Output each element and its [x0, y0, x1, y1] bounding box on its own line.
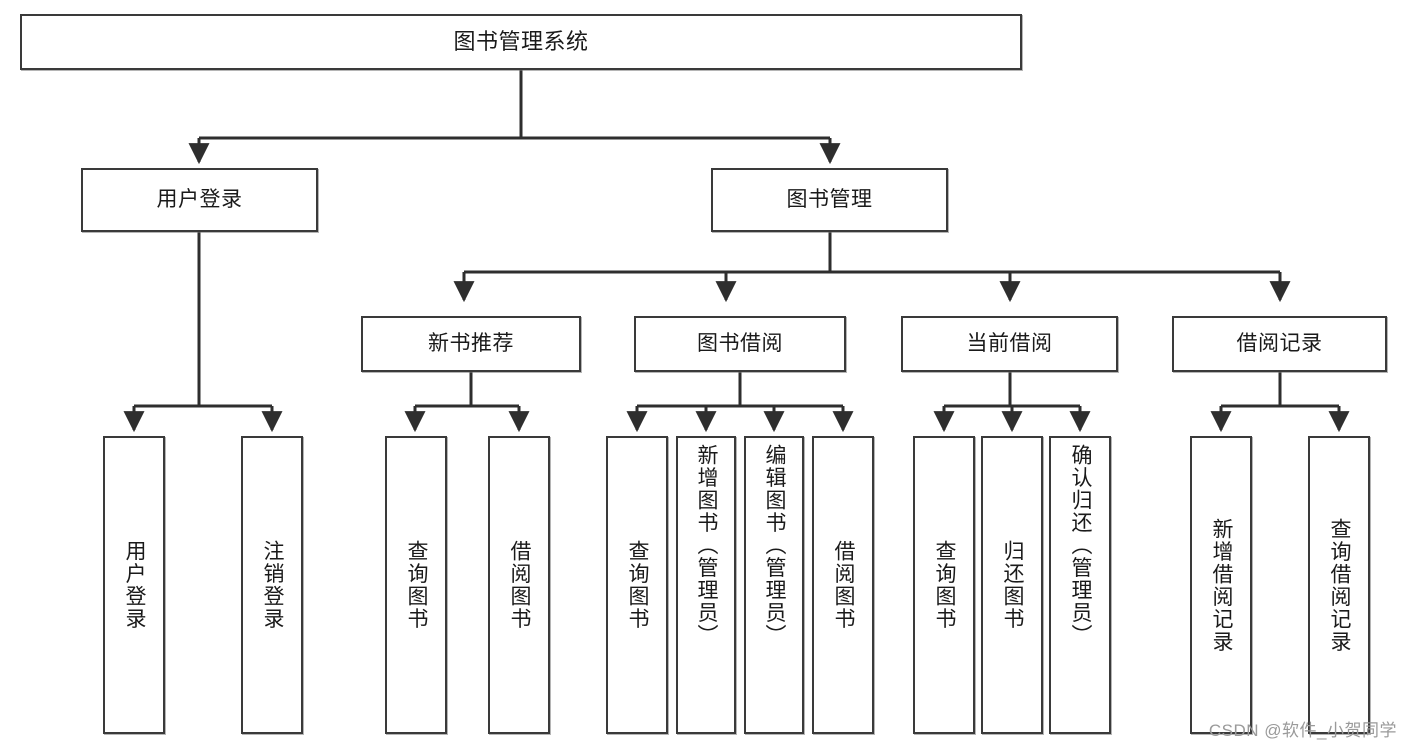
leaf-edit-book[interactable]: 编辑图书（管理员）: [744, 436, 804, 734]
node-label: 图书管理系统: [453, 28, 589, 54]
node-label: 新增借阅记录: [1210, 517, 1234, 653]
node-label: 注销登录: [261, 540, 285, 630]
leaf-user-login[interactable]: 用户登录: [103, 436, 165, 734]
node-label: 借阅图书: [832, 540, 856, 630]
node-book-manage[interactable]: 图书管理: [711, 168, 948, 232]
leaf-return-book[interactable]: 归还图书: [981, 436, 1043, 734]
leaf-add-borrow-record[interactable]: 新增借阅记录: [1190, 436, 1252, 734]
node-book-borrow[interactable]: 图书借阅: [634, 316, 846, 372]
node-label: 新增图书（管理员）: [695, 444, 719, 647]
node-new-book-recommend[interactable]: 新书推荐: [361, 316, 581, 372]
watermark-text: CSDN @软件_小贺同学: [1208, 721, 1397, 740]
node-label: 查询借阅记录: [1328, 517, 1352, 653]
node-current-borrow[interactable]: 当前借阅: [901, 316, 1118, 372]
node-label: 查询图书: [626, 540, 650, 630]
node-label: 确认归还（管理员）: [1069, 444, 1093, 647]
node-label: 用户登录: [156, 188, 243, 212]
leaf-borrow-book-recommend[interactable]: 借阅图书: [488, 436, 550, 734]
node-book-management-system[interactable]: 图书管理系统: [20, 14, 1022, 70]
node-label: 新书推荐: [428, 332, 514, 356]
node-label: 图书借阅: [697, 332, 783, 356]
leaf-add-book[interactable]: 新增图书（管理员）: [676, 436, 736, 734]
node-label: 归还图书: [1001, 540, 1025, 630]
node-label: 查询图书: [933, 540, 957, 630]
node-label: 借阅记录: [1236, 332, 1323, 356]
node-label: 借阅图书: [508, 540, 532, 630]
leaf-query-borrow-record[interactable]: 查询借阅记录: [1308, 436, 1370, 734]
node-label: 当前借阅: [966, 332, 1053, 356]
node-borrow-record[interactable]: 借阅记录: [1172, 316, 1387, 372]
node-label: 用户登录: [123, 540, 147, 630]
leaf-borrow-book[interactable]: 借阅图书: [812, 436, 874, 734]
leaf-logout[interactable]: 注销登录: [241, 436, 303, 734]
leaf-query-book-borrow[interactable]: 查询图书: [606, 436, 668, 734]
node-user-login[interactable]: 用户登录: [81, 168, 318, 232]
node-label: 编辑图书（管理员）: [763, 444, 787, 647]
node-label: 图书管理: [786, 188, 873, 212]
leaf-query-book-current[interactable]: 查询图书: [913, 436, 975, 734]
leaf-query-book-recommend[interactable]: 查询图书: [385, 436, 447, 734]
node-label: 查询图书: [405, 540, 429, 630]
leaf-confirm-return[interactable]: 确认归还（管理员）: [1049, 436, 1111, 734]
